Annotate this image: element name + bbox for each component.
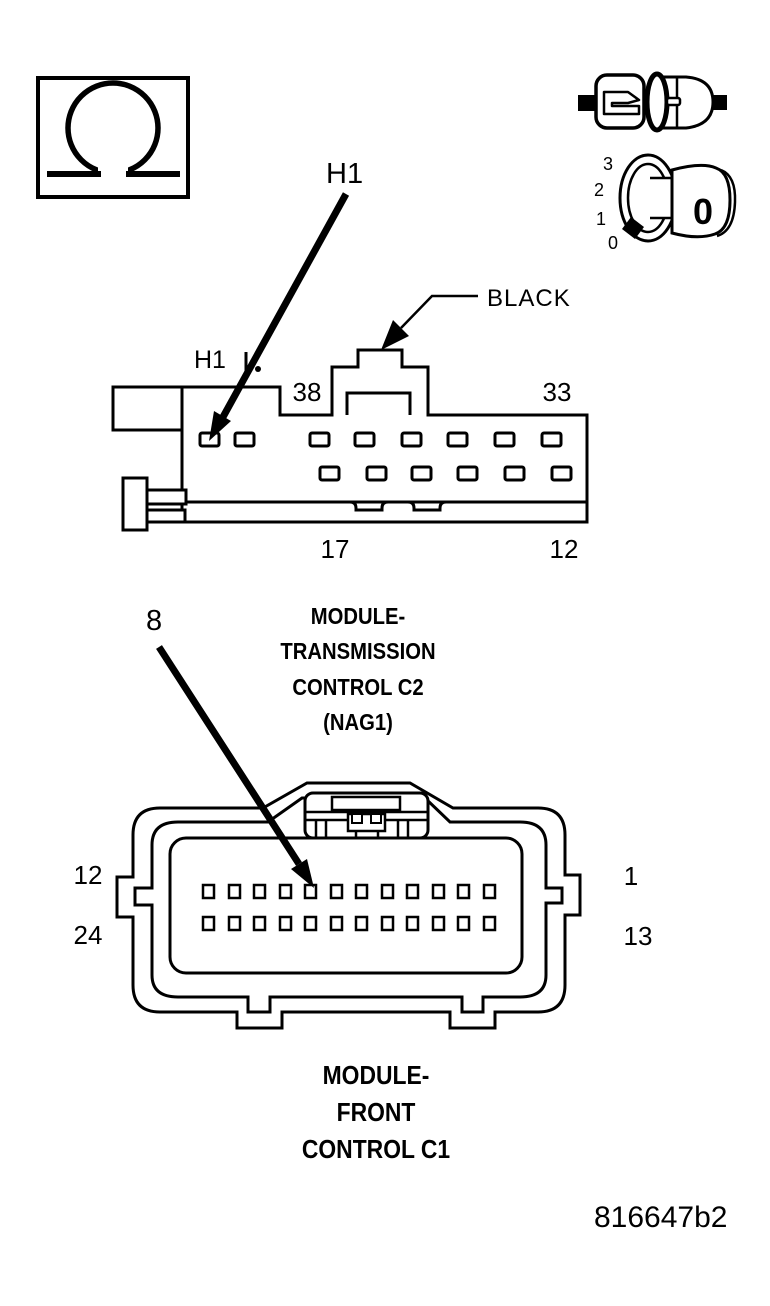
c2-wire-color-label: BLACK <box>487 285 571 312</box>
c1-pin-13-label: 13 <box>623 921 653 951</box>
key-face-label: 0 <box>693 191 713 232</box>
c1-title-line-1: MODULE- <box>322 1060 430 1090</box>
c2-pin-cavities-bottom-row <box>318 465 573 482</box>
wire-stub-left <box>578 95 597 111</box>
c2-title-line-2: TRANSMISSION <box>280 638 436 664</box>
c2-pin-33-label: 33 <box>542 377 572 407</box>
pin8-arrow <box>156 645 314 888</box>
obscured-mark <box>244 352 261 372</box>
c1-pin-1-label: 1 <box>623 861 639 891</box>
c2-pin-38-label: 38 <box>292 377 322 407</box>
c1-inner-shell <box>133 796 564 1014</box>
c1-connector-drawing <box>115 781 582 1030</box>
key-position-3: 3 <box>603 154 614 174</box>
c1-pin-cavities-row1 <box>201 883 497 900</box>
c2-pin-12-label: 12 <box>549 534 579 564</box>
ignition-switch-icon: 0 <box>618 153 737 243</box>
c2-callout-h1: H1 <box>326 158 364 190</box>
c2-pin-17-label: 17 <box>320 534 350 564</box>
c2-connector-drawing <box>111 348 589 532</box>
c2-latch-bar-lower <box>145 508 187 524</box>
c1-pin-cavity-area <box>168 836 524 975</box>
c2-side-lug <box>111 385 184 432</box>
c1-pin-cavities-row2 <box>201 915 497 932</box>
c1-title-line-2: FRONT <box>336 1097 416 1127</box>
c2-title-line-4: (NAG1) <box>323 709 393 735</box>
c2-bottom-flange <box>180 500 589 524</box>
key-position-1: 1 <box>596 209 607 229</box>
black-leader-arrow <box>381 294 478 350</box>
c2-lock-pedestal <box>345 391 412 415</box>
c1-pin-12-label: 12 <box>73 860 103 890</box>
wire-stub-right <box>713 95 727 110</box>
c2-title-line-3: CONTROL C2 <box>292 674 424 700</box>
c1-title-line-3: CONTROL C1 <box>301 1134 451 1164</box>
switch-position-marker <box>622 217 644 239</box>
key-position-0: 0 <box>608 233 619 253</box>
c1-callout-8: 8 <box>146 605 163 637</box>
h1-arrow <box>209 192 350 441</box>
c2-body <box>180 348 589 504</box>
c2-latch-bar-upper <box>140 488 188 506</box>
c2-pin-h1-label: H1 <box>194 346 226 374</box>
key-position-2: 2 <box>594 180 605 200</box>
c2-title-line-1: MODULE- <box>310 603 406 629</box>
c2-latch <box>121 476 149 532</box>
c1-pin-24-label: 24 <box>73 920 103 950</box>
figure-id: 816647b2 <box>594 1201 728 1234</box>
c1-keying-feature <box>303 791 430 840</box>
ohmmeter-icon <box>36 76 190 199</box>
connector-pair-icon <box>578 71 727 133</box>
